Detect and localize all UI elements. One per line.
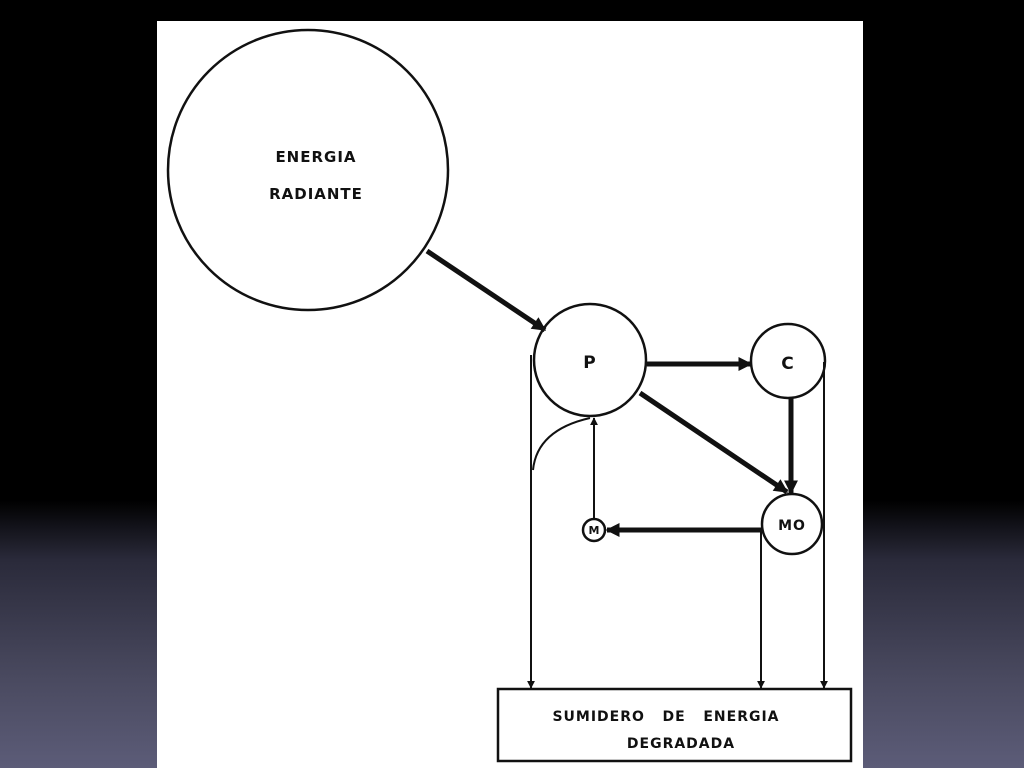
- producer-label: P: [583, 353, 596, 373]
- producer-node: P: [532, 302, 648, 418]
- energy-sink-label-1: SUMIDERO DE ENERGIA: [552, 709, 779, 725]
- energy-sink-box: [496, 687, 853, 763]
- consumer-label: C: [781, 354, 794, 374]
- radiant-energy-node: ENERGIA RADIANTE: [166, 28, 450, 312]
- arrow-producer-to-organic-matter: [638, 390, 789, 495]
- consumer-node: C: [749, 322, 827, 400]
- minerals-label: M: [589, 524, 600, 537]
- energy-sink-node: SUMIDERO DE ENERGIA DEGRADADA: [496, 687, 853, 763]
- radiant-energy-label-2: RADIANTE: [269, 185, 363, 203]
- radiant-energy-circle: [166, 28, 450, 312]
- arrow-radiant-to-producer: [425, 248, 547, 333]
- minerals-node: M: [581, 517, 607, 543]
- producer-circle: [532, 302, 648, 418]
- producer-respiration-curve: [532, 417, 591, 471]
- energy-sink-label-2: DEGRADADA: [627, 736, 735, 752]
- organic-matter-label: MO: [778, 518, 806, 534]
- organic-matter-node: MO: [760, 492, 824, 556]
- radiant-energy-label-1: ENERGIA: [275, 148, 356, 166]
